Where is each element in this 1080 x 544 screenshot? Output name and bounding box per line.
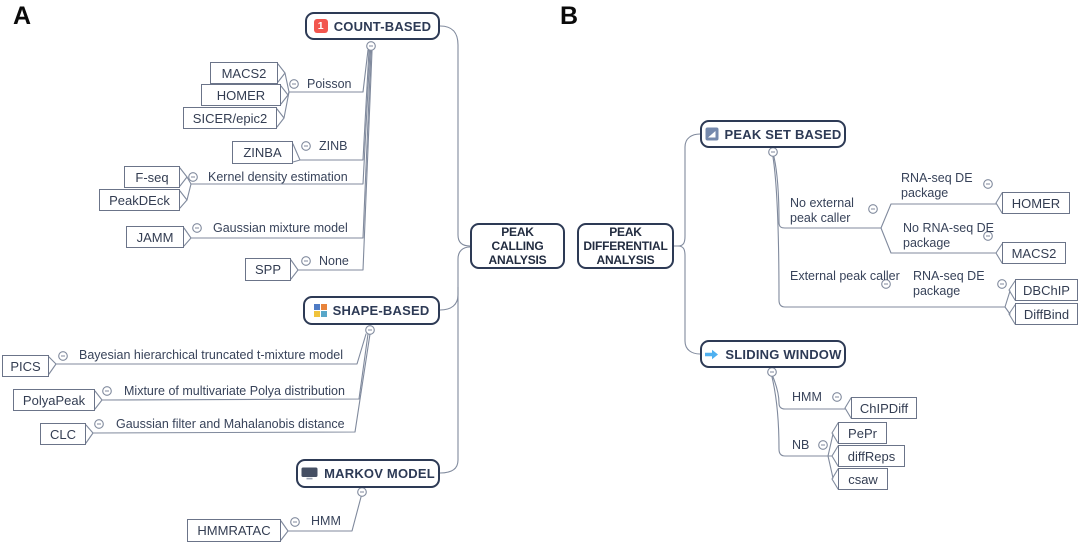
- branch-label-none: None: [319, 254, 349, 268]
- node-markov-model-label: MARKOV MODEL: [324, 466, 435, 481]
- tool-pics: PICS: [2, 355, 49, 377]
- tool-macs2: MACS2: [210, 62, 278, 84]
- tool-hmmratac: HMMRATAC: [187, 519, 281, 542]
- tool-polyapeak: PolyaPeak: [13, 389, 95, 411]
- area-chart-icon: [705, 127, 719, 141]
- branch-label-gmm: Gaussian mixture model: [213, 221, 348, 235]
- panel-a-label: A: [13, 2, 32, 30]
- tool-homer-b: HOMER: [1002, 192, 1070, 214]
- branch-label-no-external-peak-caller: No external peak caller: [790, 196, 854, 225]
- branch-label-gauss-filter: Gaussian filter and Mahalanobis distance: [116, 417, 345, 431]
- branch-label-hmm-b: HMM: [792, 390, 822, 404]
- branch-label-nb: NB: [792, 438, 810, 452]
- tool-spp: SPP: [245, 258, 291, 281]
- tool-dbchip: DBChIP: [1015, 279, 1078, 301]
- tool-pepr: PePr: [838, 422, 887, 444]
- branch-label-external-peak-caller: External peak caller: [790, 269, 900, 283]
- tool-peakdeck: PeakDEck: [99, 189, 180, 211]
- node-count-based-label: COUNT-BASED: [333, 18, 432, 34]
- branch-label-rnaseq-de-package-1: RNA-seq DE package: [901, 171, 973, 200]
- tool-sicer-epic2: SICER/epic2: [183, 107, 277, 129]
- tool-fseq: F-seq: [124, 166, 180, 188]
- tool-zinba: ZINBA: [232, 141, 293, 164]
- tool-chipdiff: ChIPDiff: [851, 397, 917, 419]
- branch-label-no-rnaseq-de-package: No RNA-seq DE package: [903, 221, 994, 250]
- branch-label-hmm-a: HMM: [311, 514, 341, 528]
- branch-label-kde: Kernel density estimation: [208, 170, 348, 184]
- branch-label-poisson: Poisson: [307, 77, 352, 91]
- tool-diffbind: DiffBind: [1015, 303, 1078, 325]
- tool-diffreps: diffReps: [838, 445, 905, 467]
- monitor-icon: [301, 467, 318, 480]
- branch-label-bayesian: Bayesian hierarchical truncated t-mixtur…: [79, 348, 344, 362]
- node-sliding-window-label: SLIDING WINDOW: [725, 346, 842, 362]
- panel-b-label: B: [560, 2, 579, 30]
- node-peak-set-based: PEAK SET BASED: [700, 120, 846, 148]
- branch-label-zinb: ZINB: [319, 139, 348, 153]
- node-shape-based-label: SHAPE-BASED: [332, 303, 430, 318]
- collapse-toggle-icons: [58, 41, 1007, 527]
- tool-csaw: csaw: [838, 468, 888, 490]
- tool-jamm: JAMM: [126, 226, 184, 248]
- tool-clc: CLC: [40, 423, 86, 445]
- node-shape-based: SHAPE-BASED: [303, 296, 440, 325]
- node-count-based: 1 COUNT-BASED: [305, 12, 440, 40]
- branch-label-rnaseq-de-package-2: RNA-seq DE package: [913, 269, 985, 298]
- tool-macs2-b: MACS2: [1002, 242, 1066, 264]
- one-badge-icon: 1: [313, 19, 328, 33]
- node-peak-set-based-label: PEAK SET BASED: [724, 126, 842, 142]
- tool-homer: HOMER: [201, 84, 281, 106]
- arrow-right-icon: [705, 349, 719, 359]
- node-markov-model: MARKOV MODEL: [296, 459, 440, 488]
- color-quadrant-icon: [313, 304, 327, 317]
- node-peak-calling-analysis: PEAK CALLING ANALYSIS: [470, 223, 565, 269]
- node-peak-differential-analysis: PEAK DIFFERENTIAL ANALYSIS: [577, 223, 674, 269]
- node-sliding-window: SLIDING WINDOW: [700, 340, 846, 368]
- branch-label-polya: Mixture of multivariate Polya distributi…: [124, 384, 345, 398]
